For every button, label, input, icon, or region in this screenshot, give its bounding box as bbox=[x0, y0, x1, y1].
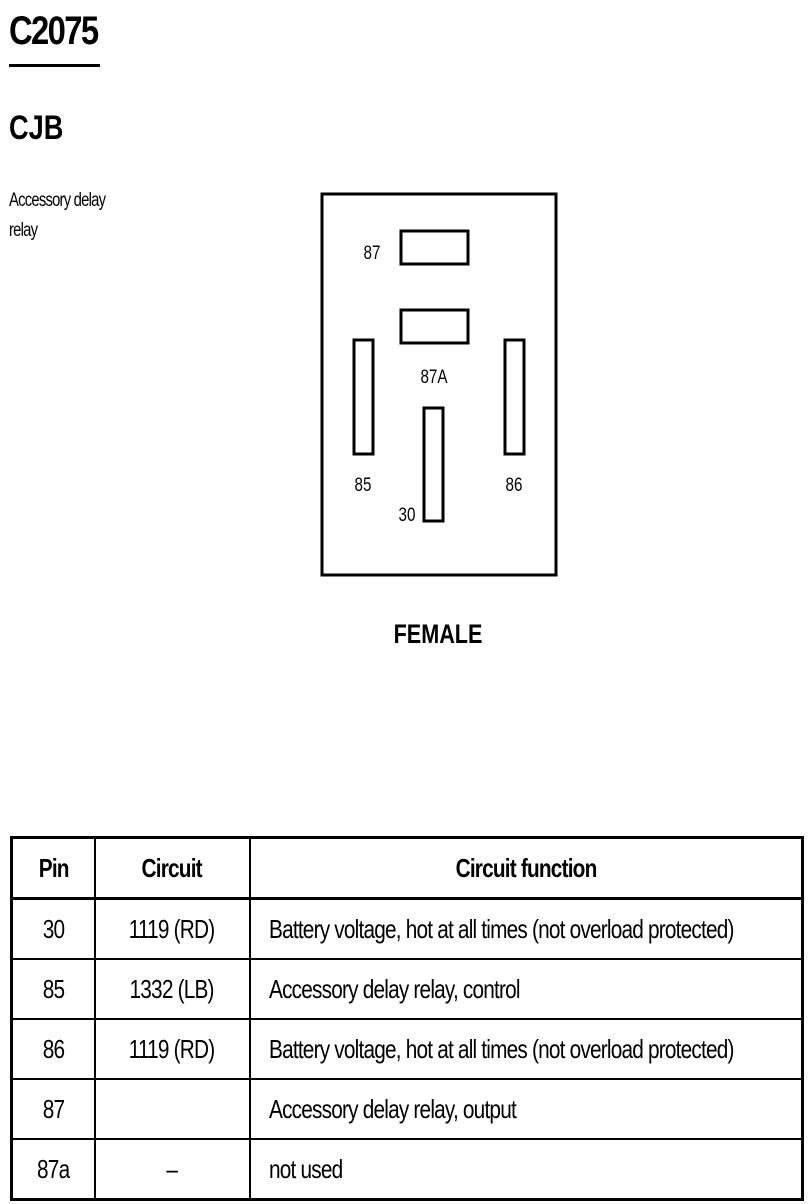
connector-gender-label: FEMALE bbox=[393, 619, 483, 649]
pin-cell: 30 bbox=[10, 897, 96, 960]
function-cell: Accessory delay relay, control bbox=[248, 958, 804, 1020]
component-description: Accessory delay relay bbox=[9, 186, 134, 246]
circuit-cell: 1332 (LB) bbox=[93, 958, 251, 1020]
column-header-pin: Pin bbox=[10, 836, 96, 900]
terminal-86 bbox=[503, 338, 526, 456]
pin-label-87a: 87A bbox=[420, 365, 447, 387]
pin-label-87: 87 bbox=[364, 241, 381, 263]
function-cell: Battery voltage, hot at all times (not o… bbox=[248, 897, 804, 960]
pin-label-30: 30 bbox=[399, 503, 416, 525]
terminal-87a bbox=[399, 308, 470, 345]
pin-label-86: 86 bbox=[506, 473, 523, 495]
pin-cell: 85 bbox=[10, 958, 96, 1020]
table-row: 30 1119 (RD) Battery voltage, hot at all… bbox=[10, 897, 804, 960]
terminal-87 bbox=[399, 229, 470, 266]
terminal-85 bbox=[352, 338, 375, 456]
table-row: 85 1332 (LB) Accessory delay relay, cont… bbox=[10, 958, 804, 1020]
circuit-cell bbox=[93, 1078, 251, 1140]
component-line-2: relay bbox=[9, 220, 38, 241]
function-cell: not used bbox=[248, 1138, 804, 1201]
pin-cell: 87 bbox=[10, 1078, 96, 1140]
title-underline bbox=[9, 64, 100, 67]
connector-outline bbox=[320, 192, 558, 577]
table-row: 87 Accessory delay relay, output bbox=[10, 1078, 804, 1140]
pinout-table: Pin Circuit Circuit function 30 1119 (RD… bbox=[10, 836, 804, 1201]
column-header-function: Circuit function bbox=[248, 836, 804, 900]
pin-label-85: 85 bbox=[355, 473, 372, 495]
pin-cell: 86 bbox=[10, 1018, 96, 1080]
circuit-cell: 1119 (RD) bbox=[93, 897, 251, 960]
connector-face-diagram: 87 87A 85 86 30 bbox=[320, 192, 558, 577]
terminal-30 bbox=[422, 406, 445, 523]
column-header-circuit: Circuit bbox=[93, 836, 251, 900]
component-line-1: Accessory delay bbox=[9, 190, 106, 211]
table-row: 87a – not used bbox=[10, 1138, 804, 1201]
connector-id: C2075 bbox=[9, 9, 99, 53]
circuit-cell: 1119 (RD) bbox=[93, 1018, 251, 1080]
circuit-cell: – bbox=[93, 1138, 251, 1201]
pin-cell: 87a bbox=[10, 1138, 96, 1201]
table-header-row: Pin Circuit Circuit function bbox=[10, 836, 804, 900]
connector-location: CJB bbox=[9, 109, 64, 147]
function-cell: Accessory delay relay, output bbox=[248, 1078, 804, 1140]
function-cell: Battery voltage, hot at all times (not o… bbox=[248, 1018, 804, 1080]
table-row: 86 1119 (RD) Battery voltage, hot at all… bbox=[10, 1018, 804, 1080]
